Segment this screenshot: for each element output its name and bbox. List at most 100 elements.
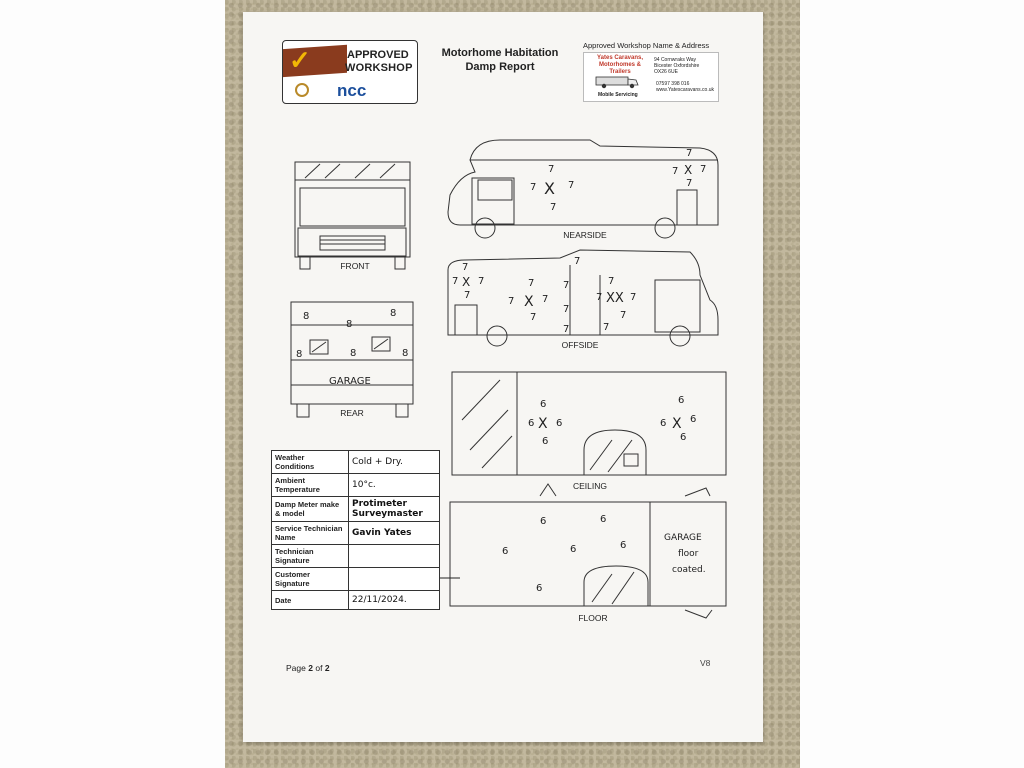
ceiling-diagram xyxy=(451,371,727,476)
ceiling-reading: 6 xyxy=(540,399,546,410)
workshop-contact: 07597 398 016 www.Yatescaravans.co.uk xyxy=(656,81,714,93)
damp-meter-label: Damp Meter make & model xyxy=(271,496,349,522)
offside-reading: 7 xyxy=(462,262,468,273)
nearside-reading: 7 xyxy=(548,164,554,175)
ncc-logo: ncc xyxy=(337,81,367,100)
garage-floor-note-line2: floor xyxy=(678,549,699,559)
floor-reading: 6 xyxy=(502,546,508,557)
rear-reading: 8 xyxy=(350,348,356,359)
rear-reading: 8 xyxy=(303,311,309,322)
ceiling-label: CEILING xyxy=(572,481,607,491)
nearside-reading: 7 xyxy=(530,182,536,193)
ceiling-reading: 6 xyxy=(528,418,534,429)
cross-mark: X xyxy=(684,163,692,177)
cross-mark: X xyxy=(672,416,682,432)
workshop-service: Mobile Servicing xyxy=(598,92,638,98)
table-row: Damp Meter make & model Protimeter Surve… xyxy=(271,496,440,522)
table-row: Technician Signature xyxy=(271,544,440,568)
offside-label: OFFSIDE xyxy=(561,340,599,350)
offside-reading: 7 xyxy=(603,322,609,333)
technician-signature-field xyxy=(348,544,440,568)
offside-reading: 7 xyxy=(620,310,626,321)
offside-reading: 7 xyxy=(478,276,484,287)
offside-diagram xyxy=(447,249,719,347)
rear-reading: 8 xyxy=(390,308,396,319)
page-current: 2 xyxy=(308,663,313,673)
table-row: Customer Signature xyxy=(271,567,440,591)
damp-meter-value: Protimeter Surveymaster xyxy=(348,496,440,522)
nearside-reading: 7 xyxy=(686,148,692,159)
floor-reading: 6 xyxy=(536,583,542,594)
offside-reading: 7 xyxy=(563,304,569,315)
ceiling-reading: 6 xyxy=(690,414,696,425)
van-icon xyxy=(595,76,639,89)
ceiling-reading: 6 xyxy=(678,395,684,406)
rear-reading: 8 xyxy=(402,348,408,359)
front-label: FRONT xyxy=(340,261,370,271)
offside-reading: 7 xyxy=(563,280,569,291)
offside-reading: 7 xyxy=(464,290,470,301)
front-diagram xyxy=(294,161,411,270)
report-sheet xyxy=(243,12,763,742)
page-prefix: Page xyxy=(286,663,306,673)
nearside-reading: 7 xyxy=(686,178,692,189)
temperature-value: 10°c. xyxy=(348,473,440,497)
nearside-label: NEARSIDE xyxy=(563,230,607,240)
garage-floor-note-line3: coated. xyxy=(672,565,706,575)
nearside-reading: 7 xyxy=(550,202,556,213)
background-right xyxy=(800,0,1024,768)
technician-signature-label: Technician Signature xyxy=(271,544,349,568)
cross-mark: X xyxy=(544,179,555,198)
ceiling-reading: 6 xyxy=(660,418,666,429)
cross-mark: XX xyxy=(606,291,624,306)
handwritten-readings: 7 7 X 7 7 7 7 X 7 7 7 7 X 7 7 7 7 X 7 7 … xyxy=(296,148,706,594)
form-version: V8 xyxy=(700,658,711,668)
offside-reading: 7 xyxy=(530,312,536,323)
nearside-reading: 7 xyxy=(568,180,574,191)
offside-reading: 7 xyxy=(608,276,614,287)
customer-signature-field xyxy=(348,567,440,591)
rear-label: REAR xyxy=(340,408,364,418)
workshop-name: Yates Caravans, Motorhomes & Trailers xyxy=(596,55,644,75)
cross-mark: X xyxy=(524,294,534,310)
logo-workshop-text: WORKSHOP xyxy=(345,62,413,74)
ceiling-reading: 6 xyxy=(542,436,548,447)
offside-reading: 7 xyxy=(542,294,548,305)
nearside-reading: 7 xyxy=(700,164,706,175)
floor-reading: 6 xyxy=(600,514,606,525)
cross-mark: X xyxy=(538,416,548,432)
weather-value: Cold + Dry. xyxy=(348,450,440,474)
ceiling-reading: 6 xyxy=(680,432,686,443)
report-title-line2: Damp Report xyxy=(465,61,535,73)
approved-workshop-logo: ✓ APPROVED WORKSHOP ncc xyxy=(282,40,418,104)
table-row: Ambient Temperature 10°c. xyxy=(271,473,440,497)
workshop-address: 94 Cornwraks Way Bicester Oxfordshire OX… xyxy=(654,57,700,75)
table-row: Weather Conditions Cold + Dry. xyxy=(271,450,440,474)
report-info-table: Weather Conditions Cold + Dry. Ambient T… xyxy=(271,450,440,610)
logo-approved-text: APPROVED xyxy=(347,49,409,61)
rear-reading: 8 xyxy=(346,319,352,330)
page-of: of xyxy=(315,663,323,673)
report-title-line1: Motorhome Habitation xyxy=(441,47,559,59)
floor-label: FLOOR xyxy=(578,613,608,623)
tick-icon: ✓ xyxy=(289,45,311,75)
background-left xyxy=(0,0,225,768)
offside-reading: 7 xyxy=(574,256,580,267)
technician-name-label: Service Technician Name xyxy=(271,521,349,545)
technician-name-value: Gavin Yates xyxy=(348,521,440,545)
report-title: Motorhome Habitation Damp Report xyxy=(430,46,570,74)
club-seal-icon xyxy=(295,83,309,97)
nearside-reading: 7 xyxy=(672,166,678,177)
rear-reading: 8 xyxy=(296,349,302,360)
offside-reading: 7 xyxy=(508,296,514,307)
rear-garage-note: GARAGE xyxy=(329,376,371,387)
workshop-address-label: Approved Workshop Name & Address xyxy=(583,41,710,50)
customer-signature-label: Customer Signature xyxy=(271,567,349,591)
page-total: 2 xyxy=(324,663,330,673)
offside-reading: 7 xyxy=(452,276,458,287)
date-value: 22/11/2024. xyxy=(348,590,440,610)
rear-diagram xyxy=(290,301,414,418)
table-row: Date 22/11/2024. xyxy=(271,590,440,610)
workshop-address-stamp: Yates Caravans, Motorhomes & Trailers 94… xyxy=(583,52,719,102)
